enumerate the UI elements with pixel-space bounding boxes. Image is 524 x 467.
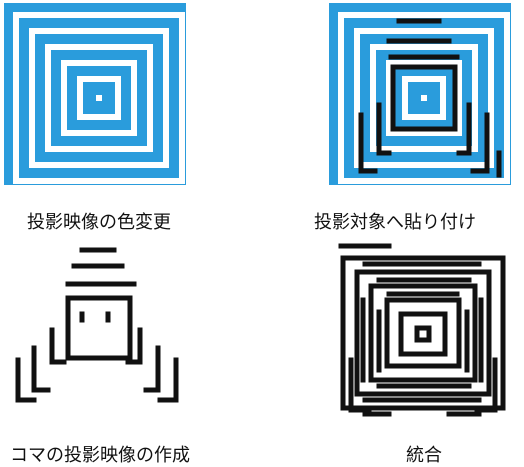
integrated-pattern-figure — [338, 243, 506, 417]
blue-concentric-squares-figure — [4, 3, 194, 193]
panel-frame-projection — [4, 240, 194, 430]
panel-paste-onto-target — [329, 3, 519, 193]
blue-squares-with-black-strokes-figure — [329, 3, 519, 193]
caption-frame-projection: コマの投影映像の作成 — [10, 445, 190, 466]
black-stroke-projection-figure — [15, 247, 179, 403]
caption-color-change: 投影映像の色変更 — [27, 212, 171, 233]
caption-paste-onto-target: 投影対象へ貼り付け — [314, 212, 476, 233]
panel-color-change — [4, 3, 194, 193]
caption-integration: 統合 — [406, 445, 442, 466]
panel-integration — [329, 240, 519, 430]
